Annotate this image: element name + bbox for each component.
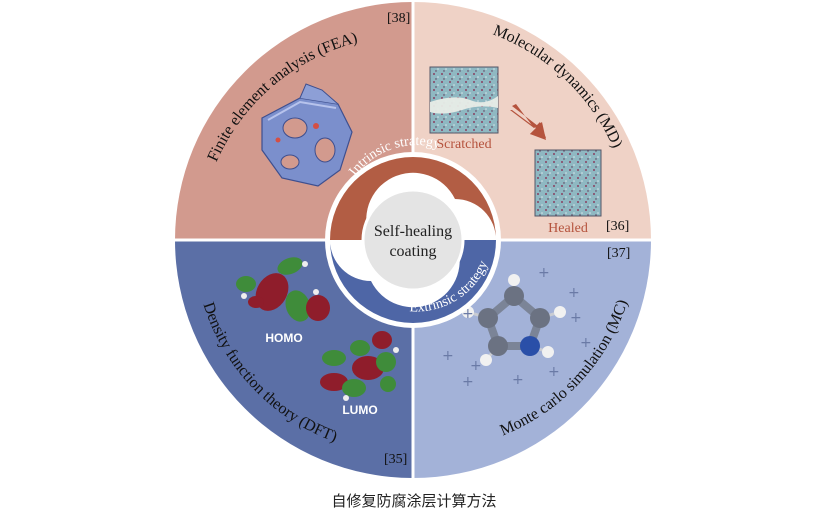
svg-text:+: + [568, 285, 580, 301]
fea-ref: [38] [387, 11, 410, 26]
svg-text:+: + [462, 306, 474, 322]
homo-label: HOMO [265, 331, 302, 345]
svg-text:+: + [548, 364, 560, 380]
center-line-1: Self-healing [374, 223, 452, 240]
pyrrole-molecule-icon [462, 274, 566, 366]
extrinsic-band [330, 240, 496, 323]
svg-text:+: + [442, 348, 454, 364]
svg-text:+: + [538, 265, 550, 281]
healed-label: Healed [548, 221, 588, 236]
orbital-lobes-icon [236, 257, 399, 401]
fea-mesh-icon [261, 83, 353, 187]
svg-text:+: + [470, 358, 482, 374]
dft-ref: [35] [384, 452, 407, 467]
md-snapshot-icon [429, 66, 602, 217]
svg-text:+: + [462, 374, 474, 390]
mc-ref: [37] [607, 246, 630, 261]
svg-text:+: + [570, 310, 582, 326]
center-line-2: coating [389, 243, 436, 260]
lumo-label: LUMO [342, 403, 377, 417]
center-circle [361, 188, 465, 292]
svg-text:+: + [512, 372, 524, 388]
md-ref: [36] [606, 219, 629, 234]
figure-caption: 自修复防腐涂层计算方法 [331, 492, 497, 510]
intrinsic-band [330, 157, 496, 240]
scratched-label: Scratched [436, 137, 491, 152]
svg-text:+: + [580, 335, 592, 351]
